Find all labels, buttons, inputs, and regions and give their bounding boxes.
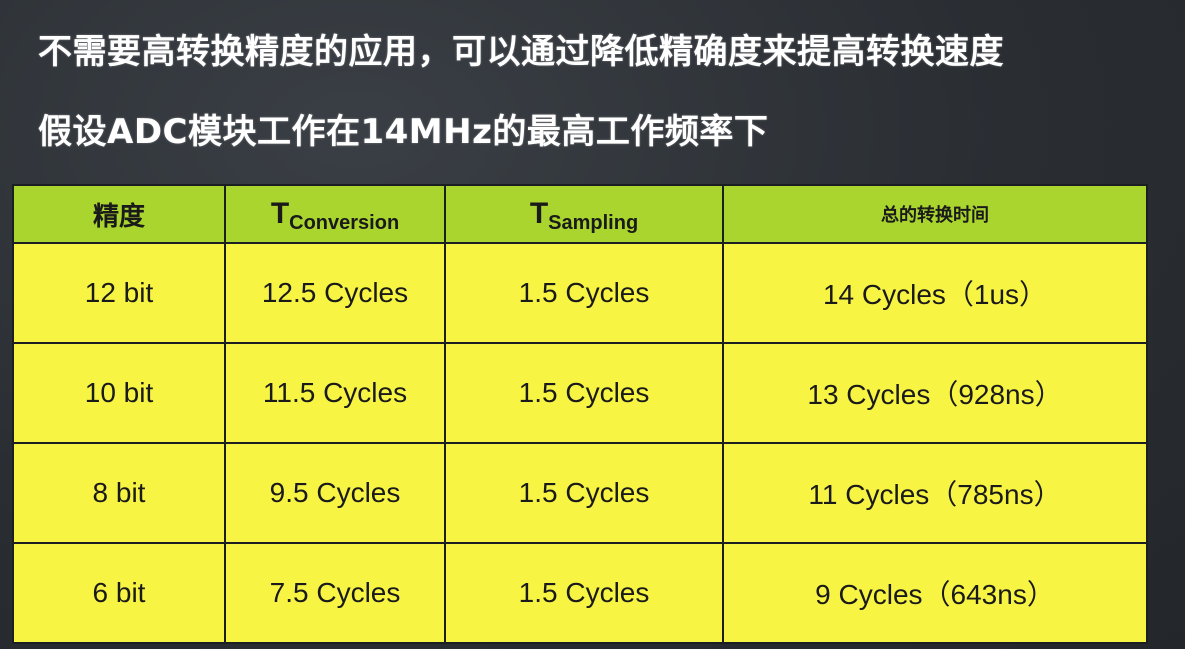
header-t-conversion-main: T: [270, 197, 290, 230]
header-total-time-label: 总的转换时间: [881, 205, 989, 225]
cell-sampling: 1.5 Cycles: [444, 542, 724, 644]
cell-conversion: 7.5 Cycles: [224, 542, 446, 644]
header-total-time: 总的转换时间: [722, 184, 1148, 244]
table-row: 10 bit 11.5 Cycles 1.5 Cycles 13 Cycles（…: [12, 342, 1148, 444]
table-row: 12 bit 12.5 Cycles 1.5 Cycles 14 Cycles（…: [12, 242, 1148, 344]
cell-conversion: 9.5 Cycles: [224, 442, 446, 544]
adc-precision-table: 精度 TConversion TSampling 总的转换时间 12 bit 1…: [12, 184, 1148, 644]
cell-sampling: 1.5 Cycles: [444, 342, 724, 444]
cell-total: 14 Cycles（1us）: [722, 242, 1148, 344]
precision-table: 精度 TConversion TSampling 总的转换时间 12 bit 1…: [12, 184, 1148, 644]
cell-precision: 6 bit: [12, 542, 226, 644]
header-t-conversion: TConversion: [224, 184, 446, 244]
cell-precision: 8 bit: [12, 442, 226, 544]
header-t-sampling-subscript: Sampling: [548, 212, 639, 234]
header-precision-label: 精度: [92, 200, 145, 231]
cell-total: 11 Cycles（785ns）: [722, 442, 1148, 544]
header-t-sampling-main: T: [529, 197, 549, 230]
cell-total: 13 Cycles（928ns）: [722, 342, 1148, 444]
header-precision: 精度: [12, 184, 226, 244]
table-header-row: 精度 TConversion TSampling 总的转换时间: [12, 184, 1148, 244]
cell-sampling: 1.5 Cycles: [444, 242, 724, 344]
cell-sampling: 1.5 Cycles: [444, 442, 724, 544]
header-t-sampling: TSampling: [444, 184, 724, 244]
slide-heading-line-2: 假设ADC模块工作在14MHz的最高工作频率下: [38, 112, 769, 152]
header-t-conversion-subscript: Conversion: [289, 212, 400, 234]
table-row: 6 bit 7.5 Cycles 1.5 Cycles 9 Cycles（643…: [12, 542, 1148, 644]
slide-heading-line-1: 不需要高转换精度的应用，可以通过降低精确度来提高转换速度: [38, 32, 1004, 72]
table-row: 8 bit 9.5 Cycles 1.5 Cycles 11 Cycles（78…: [12, 442, 1148, 544]
cell-conversion: 11.5 Cycles: [224, 342, 446, 444]
cell-conversion: 12.5 Cycles: [224, 242, 446, 344]
cell-precision: 10 bit: [12, 342, 226, 444]
cell-total: 9 Cycles（643ns）: [722, 542, 1148, 644]
cell-precision: 12 bit: [12, 242, 226, 344]
